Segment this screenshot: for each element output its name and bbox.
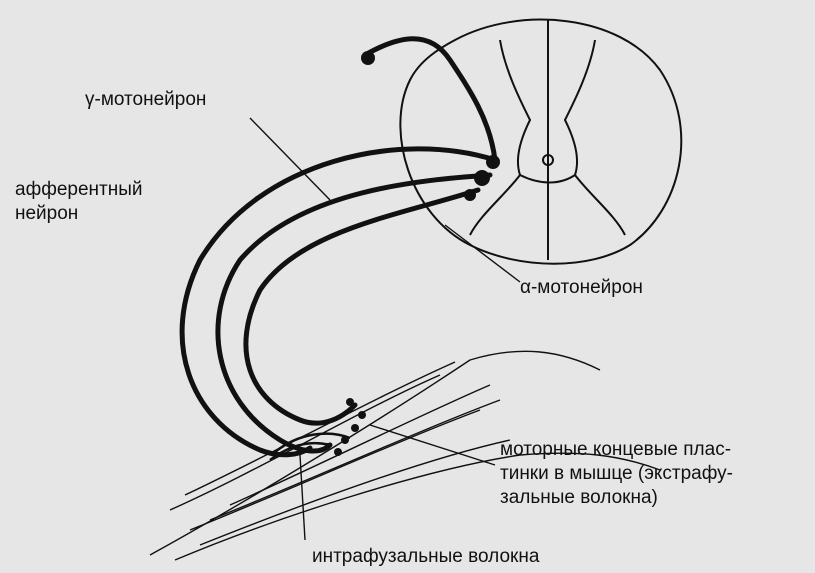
spinal-cord-section bbox=[400, 20, 681, 264]
intrafusal-leader bbox=[300, 455, 305, 540]
gamma-motoneuron-label: γ-мотонейрон bbox=[85, 88, 206, 112]
afferent-neuron-label: афферентный нейрон bbox=[15, 178, 143, 226]
alpha-motoneuron-label: α-мотонейрон bbox=[520, 276, 643, 300]
alpha-cell-body bbox=[474, 170, 490, 186]
gamma-leader bbox=[250, 118, 330, 200]
alpha-leader bbox=[445, 225, 520, 282]
gamma-motoneuron-fiber bbox=[218, 175, 490, 451]
gamma-cell-body bbox=[486, 155, 500, 169]
motor-endplates-label: моторные концевые плас- тинки в мышце (э… bbox=[500, 438, 733, 510]
intrafusal-fibers-label: интрафузальные волокна bbox=[312, 545, 539, 569]
afferent-neuron-fiber bbox=[182, 39, 495, 455]
neuron-fibers bbox=[182, 39, 495, 455]
afferent-cell-body bbox=[361, 51, 375, 65]
